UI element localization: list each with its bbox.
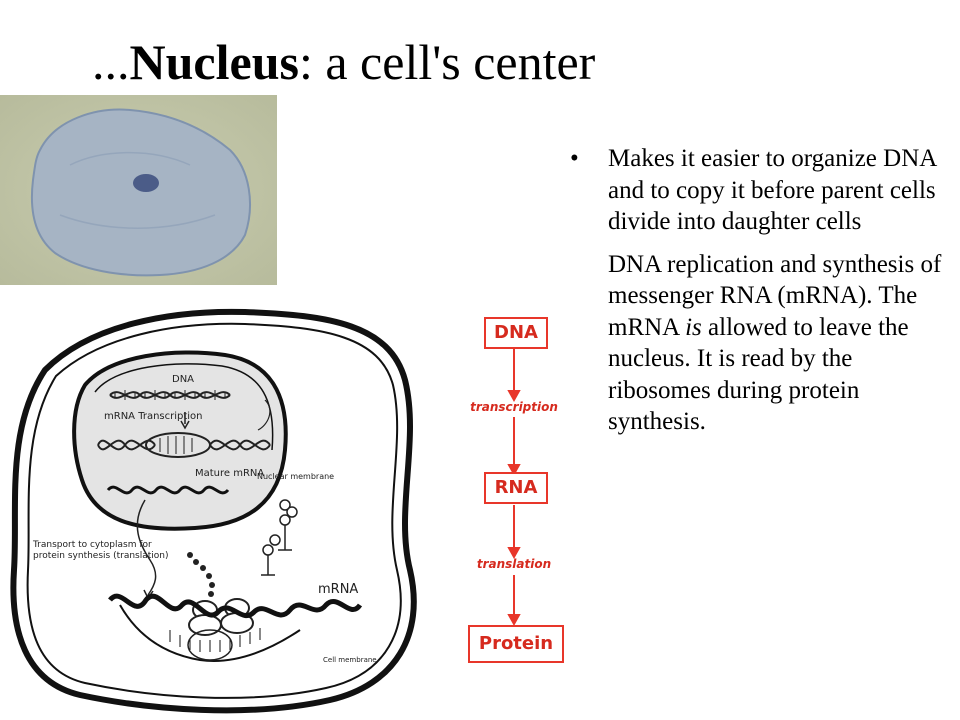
label-transport-line2: protein synthesis (translation) (33, 551, 169, 561)
flow-box-protein: Protein (468, 625, 564, 663)
flow-step-translation: translation (476, 557, 552, 571)
flow-box-dna: DNA (484, 317, 548, 349)
bullet-list: • Makes it easier to organize DNA and to… (570, 143, 955, 438)
label-mrna: mRNA (318, 582, 359, 597)
label-nuclear-membrane: Nuclear membrane (257, 472, 335, 481)
cytoplasm-mrna (108, 593, 363, 619)
bullet-2: DNA replication and synthesis of messeng… (570, 249, 955, 438)
flow-arrows (507, 349, 521, 627)
bullet-1-text: Makes it easier to organize DNA and to c… (608, 145, 936, 235)
trna-molecules (261, 499, 298, 576)
bullet-2-text-italic: is (685, 313, 702, 341)
title-rest: : a cell's center (298, 34, 596, 90)
ribosome-loop (187, 629, 233, 661)
cell-diagram-art (10, 308, 417, 714)
bullet-2-text-after: allowed to leave the nucleus. It is read… (608, 313, 909, 436)
slide-title: ...Nucleus: a cell's center (92, 30, 595, 94)
dna-helix-middle (97, 432, 271, 458)
cell-membrane-outline (10, 308, 417, 714)
dna-helix-top (109, 390, 231, 400)
flow-box-rna: RNA (484, 472, 548, 504)
mature-mrna-strand (106, 485, 230, 495)
title-prefix: ... (92, 34, 130, 90)
cheek-cell-micrograph (0, 95, 277, 285)
amino-acid-chain (187, 552, 215, 597)
label-cell-membrane: Cell membrane (323, 656, 377, 664)
label-mrna-transcription: mRNA Transcription (104, 411, 203, 422)
title-bold-word: Nucleus (129, 34, 299, 90)
nucleus-mark (133, 174, 159, 192)
label-transport-line1: Transport to cytoplasm for (33, 540, 152, 550)
label-dna: DNA (172, 374, 195, 385)
central-dogma-flow: DNA transcription RNA translation Protei… (448, 305, 580, 667)
label-mature-mrna: Mature mRNA (195, 468, 265, 479)
bullet-marker: • (570, 145, 579, 172)
bullet-2-text-before: DNA replication and synthesis of messeng… (608, 250, 942, 341)
cell-body (30, 108, 251, 277)
transport-arrow (136, 499, 157, 596)
flow-step-transcription: transcription (470, 400, 558, 414)
cell-diagram: DNA mRNA Transcription Mature mRNA Nucle… (0, 300, 440, 720)
bullet-1: • Makes it easier to organize DNA and to… (570, 143, 955, 238)
